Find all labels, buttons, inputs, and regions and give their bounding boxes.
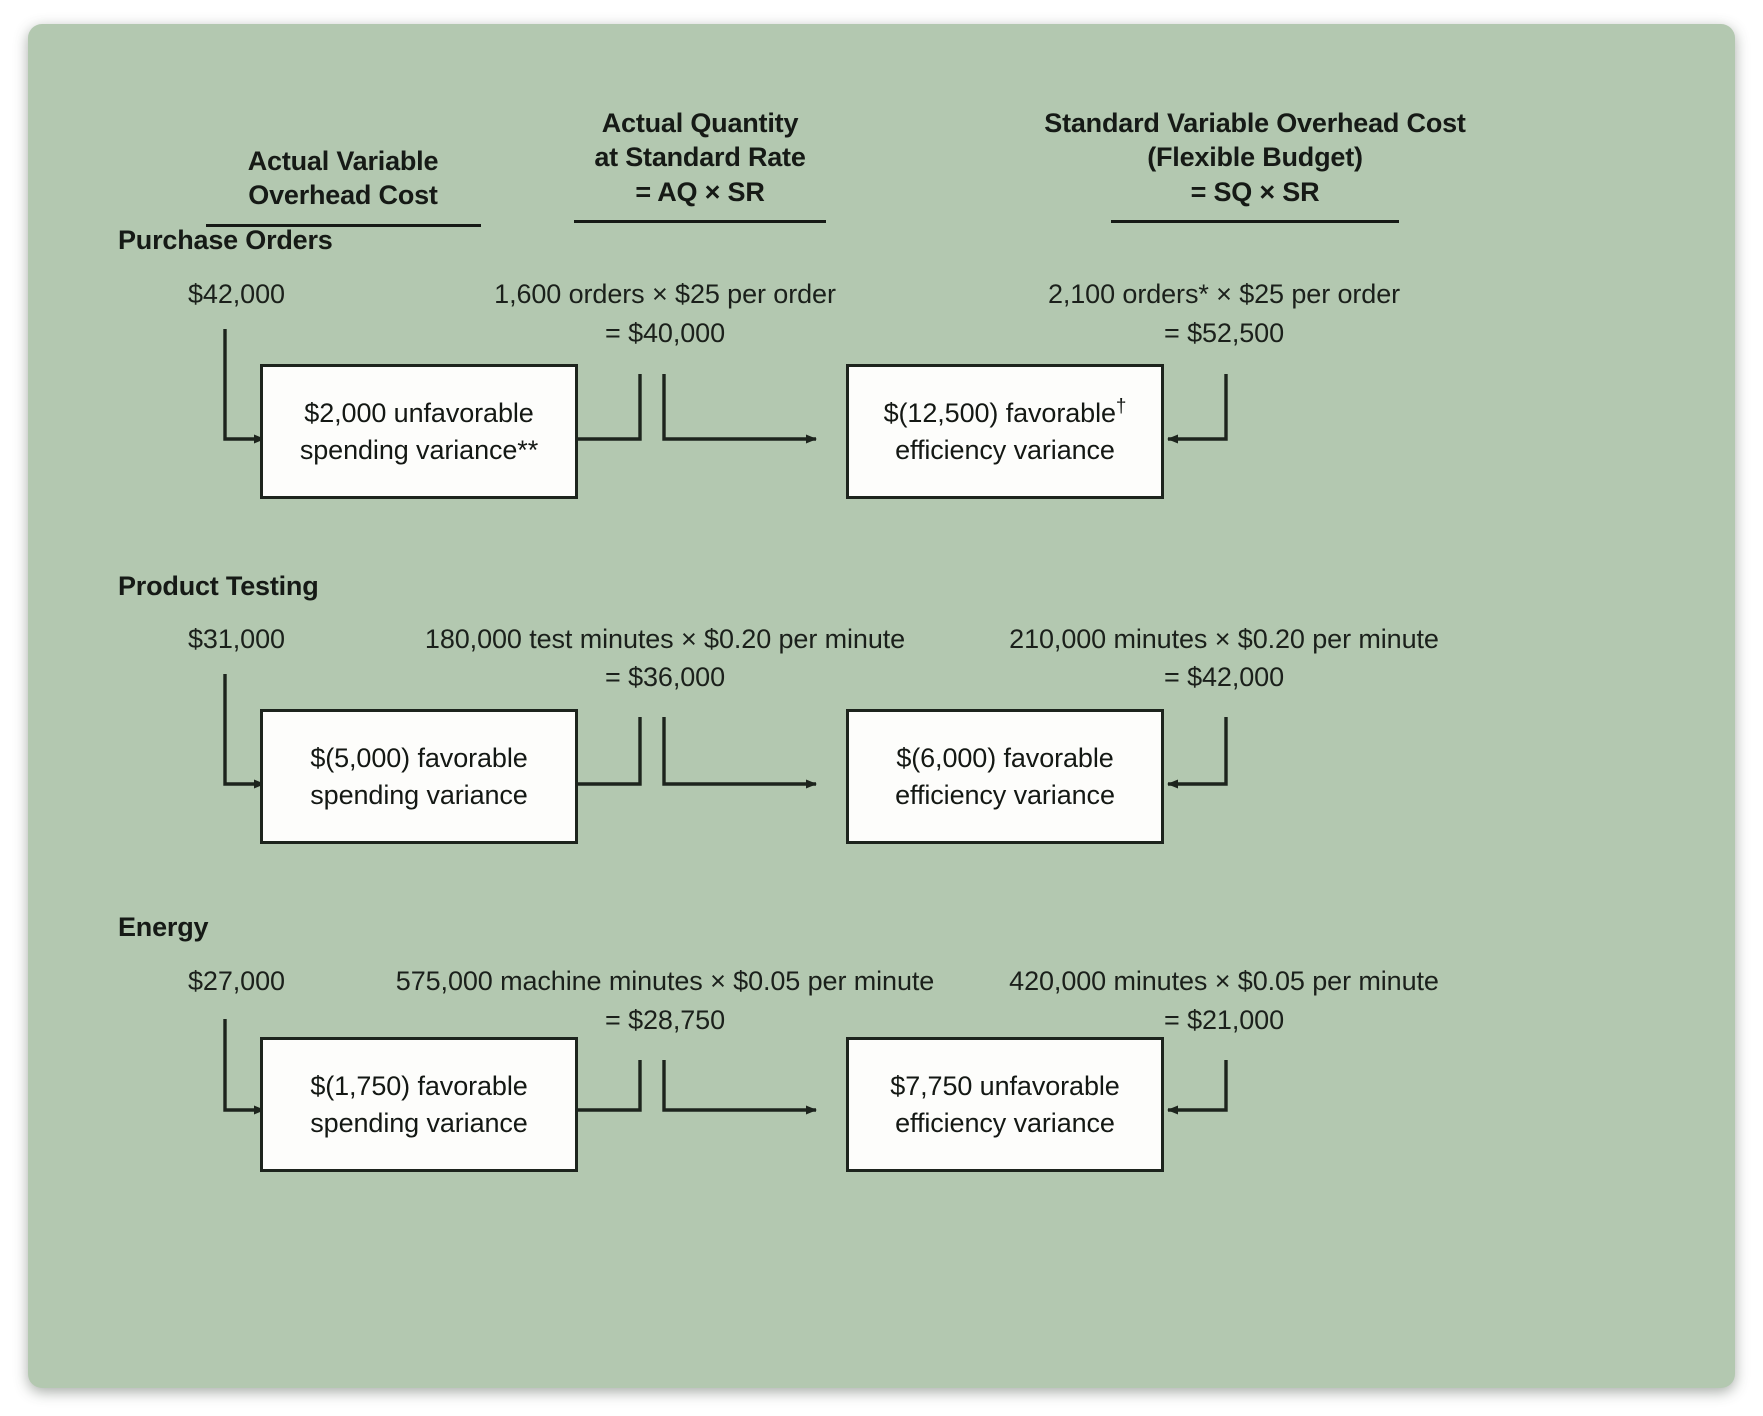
spending-variance-amount: $(5,000) favorable (310, 743, 528, 774)
efficiency-variance-label: efficiency variance (895, 779, 1115, 810)
column-header-line: Overhead Cost (248, 180, 438, 211)
aq-sr-total: = $36,000 (605, 662, 725, 692)
column-header-line: Standard Variable Overhead Cost (1044, 108, 1466, 138)
efficiency-variance-box: $7,750 unfavorable efficiency variance (846, 1037, 1164, 1172)
efficiency-variance-box: $(6,000) favorable efficiency variance (846, 709, 1164, 844)
column-header-line: Actual Variable (247, 146, 439, 176)
section-title: Product Testing (118, 571, 319, 601)
efficiency-variance-amount: $7,750 unfavorable (890, 1071, 1120, 1102)
section-title: Energy (118, 912, 209, 942)
actual-cost-value: $31,000 (188, 624, 285, 654)
efficiency-variance-label: efficiency variance (895, 434, 1115, 465)
actual-cost-value: $42,000 (188, 279, 285, 309)
column-header-standard-variable-overhead-cost: Standard Variable Overhead Cost (Flexibl… (958, 106, 1552, 223)
column-header-line: (Flexible Budget) (1147, 142, 1363, 173)
sq-sr-total: = $52,500 (1164, 318, 1284, 348)
aq-sr-expression: 575,000 machine minutes × $0.05 per minu… (395, 966, 935, 996)
spending-variance-box: $(5,000) favorable spending variance (260, 709, 578, 844)
column-header-actual-quantity-at-standard-rate: Actual Quantity at Standard Rate = AQ × … (500, 106, 900, 223)
efficiency-variance-box: $(12,500) favorable† efficiency variance (846, 364, 1164, 499)
sq-sr-total: = $21,000 (1164, 1005, 1284, 1035)
sq-sr-expression: 210,000 minutes × $0.20 per minute (1009, 624, 1439, 654)
column-header-line: at Standard Rate (594, 142, 806, 173)
header-underline (1111, 219, 1399, 223)
header-underline (574, 219, 826, 223)
spending-variance-label: spending variance** (299, 434, 539, 465)
actual-cost-value: $27,000 (188, 966, 285, 996)
spending-variance-amount: $2,000 unfavorable (304, 398, 534, 429)
aq-sr-expression: 1,600 orders × $25 per order (494, 279, 836, 309)
column-header-formula: = SQ × SR (1190, 176, 1320, 207)
sq-sr-total: = $42,000 (1164, 662, 1284, 692)
spending-variance-label: spending variance (310, 779, 528, 810)
column-header-line: Actual Quantity (601, 108, 799, 138)
efficiency-variance-label: efficiency variance (895, 1107, 1115, 1138)
column-header-actual-variable-overhead-cost: Actual Variable Overhead Cost (118, 144, 568, 227)
section-title: Purchase Orders (118, 225, 333, 255)
efficiency-variance-amount: $(12,500) favorable† (883, 396, 1127, 429)
spending-variance-amount: $(1,750) favorable (310, 1071, 528, 1102)
spending-variance-box: $(1,750) favorable spending variance (260, 1037, 578, 1172)
aq-sr-total: = $28,750 (605, 1005, 725, 1035)
aq-sr-total: = $40,000 (605, 318, 725, 348)
dagger-symbol: † (1115, 396, 1127, 418)
header-underline (205, 223, 481, 227)
sq-sr-expression: 420,000 minutes × $0.05 per minute (1009, 966, 1439, 996)
efficiency-variance-amount: $(6,000) favorable (896, 743, 1114, 774)
spending-variance-box: $2,000 unfavorable spending variance** (260, 364, 578, 499)
aq-sr-expression: 180,000 test minutes × $0.20 per minute (424, 624, 906, 654)
sq-sr-expression: 2,100 orders* × $25 per order (1047, 279, 1401, 309)
column-header-formula: = AQ × SR (635, 176, 765, 207)
diagram-panel: Actual Variable Overhead Cost Actual Qua… (28, 24, 1735, 1388)
spending-variance-label: spending variance (310, 1107, 528, 1138)
